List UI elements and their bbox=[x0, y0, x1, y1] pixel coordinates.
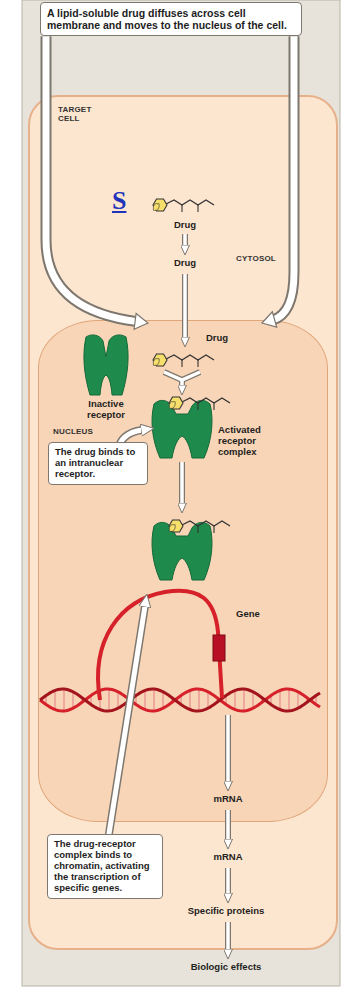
text-holder: mRNA bbox=[198, 794, 258, 805]
diffusion-arrow bbox=[262, 36, 294, 327]
inactive-receptor bbox=[84, 335, 128, 395]
receptor-complex-on-dna bbox=[152, 522, 212, 580]
binding-arrow bbox=[164, 372, 200, 386]
nucleus-region: NUCLEUS bbox=[38, 320, 328, 822]
text-holder: Inactive receptor bbox=[70, 399, 142, 421]
effect-label: Biologic effects bbox=[168, 962, 284, 973]
callout-pointer bbox=[108, 430, 145, 840]
dna-loop bbox=[98, 591, 222, 700]
region-label: NUCLEUS bbox=[53, 427, 105, 436]
text-holder: Drug bbox=[160, 258, 210, 269]
diffusion-arrow bbox=[46, 36, 148, 329]
text-holder: TARGET CELL bbox=[58, 105, 106, 123]
callout-text: A lipid-soluble drug diffuses across cel… bbox=[47, 7, 295, 31]
gene-label: Gene bbox=[236, 609, 276, 620]
drug-label: Drug bbox=[160, 220, 210, 231]
flow-arrow bbox=[182, 462, 183, 504]
callout-text: The drug-receptor complex binds to chrom… bbox=[54, 839, 156, 894]
callout-box: The drug-receptor complex binds to chrom… bbox=[47, 834, 163, 899]
callout-text: The drug binds to an intranuclear recept… bbox=[55, 447, 141, 480]
text-holder: Gene bbox=[236, 609, 276, 620]
flow-arrow bbox=[185, 234, 186, 338]
text-holder: mRNA bbox=[198, 852, 258, 863]
callout-box: A lipid-soluble drug diffuses across cel… bbox=[40, 2, 302, 36]
text-holder: Activated receptor complex bbox=[218, 425, 282, 458]
text-holder: Specific proteins bbox=[168, 906, 284, 917]
drug-molecule bbox=[169, 520, 230, 533]
text-holder: Drug bbox=[160, 220, 210, 231]
drug-label: Drug bbox=[206, 333, 246, 344]
panel bbox=[22, 0, 340, 986]
mrna-label: mRNA bbox=[198, 852, 258, 863]
text-holder: Biologic effects bbox=[168, 962, 284, 973]
text-holder: CYTOSOL bbox=[236, 254, 288, 263]
receptor-label: Inactive receptor bbox=[70, 399, 142, 421]
slide-letter: S bbox=[112, 186, 136, 216]
drug-label: Drug bbox=[160, 258, 210, 269]
protein-label: Specific proteins bbox=[168, 906, 284, 917]
text-holder: Drug bbox=[206, 333, 246, 344]
drug-molecule bbox=[153, 354, 214, 367]
mrna-label: mRNA bbox=[198, 794, 258, 805]
text-holder: NUCLEUS bbox=[53, 427, 105, 436]
region-label: CYTOSOL bbox=[236, 254, 288, 263]
gene-segment bbox=[213, 635, 225, 661]
cell-label: TARGET CELL bbox=[58, 105, 106, 123]
dna-helix bbox=[40, 689, 320, 711]
drug-molecule bbox=[169, 397, 230, 410]
activated-receptor bbox=[152, 400, 212, 458]
text-holder: S bbox=[112, 186, 136, 216]
callout-box: The drug binds to an intranuclear recept… bbox=[48, 442, 148, 485]
drug-molecule bbox=[153, 199, 214, 212]
complex-label: Activated receptor complex bbox=[218, 425, 282, 458]
